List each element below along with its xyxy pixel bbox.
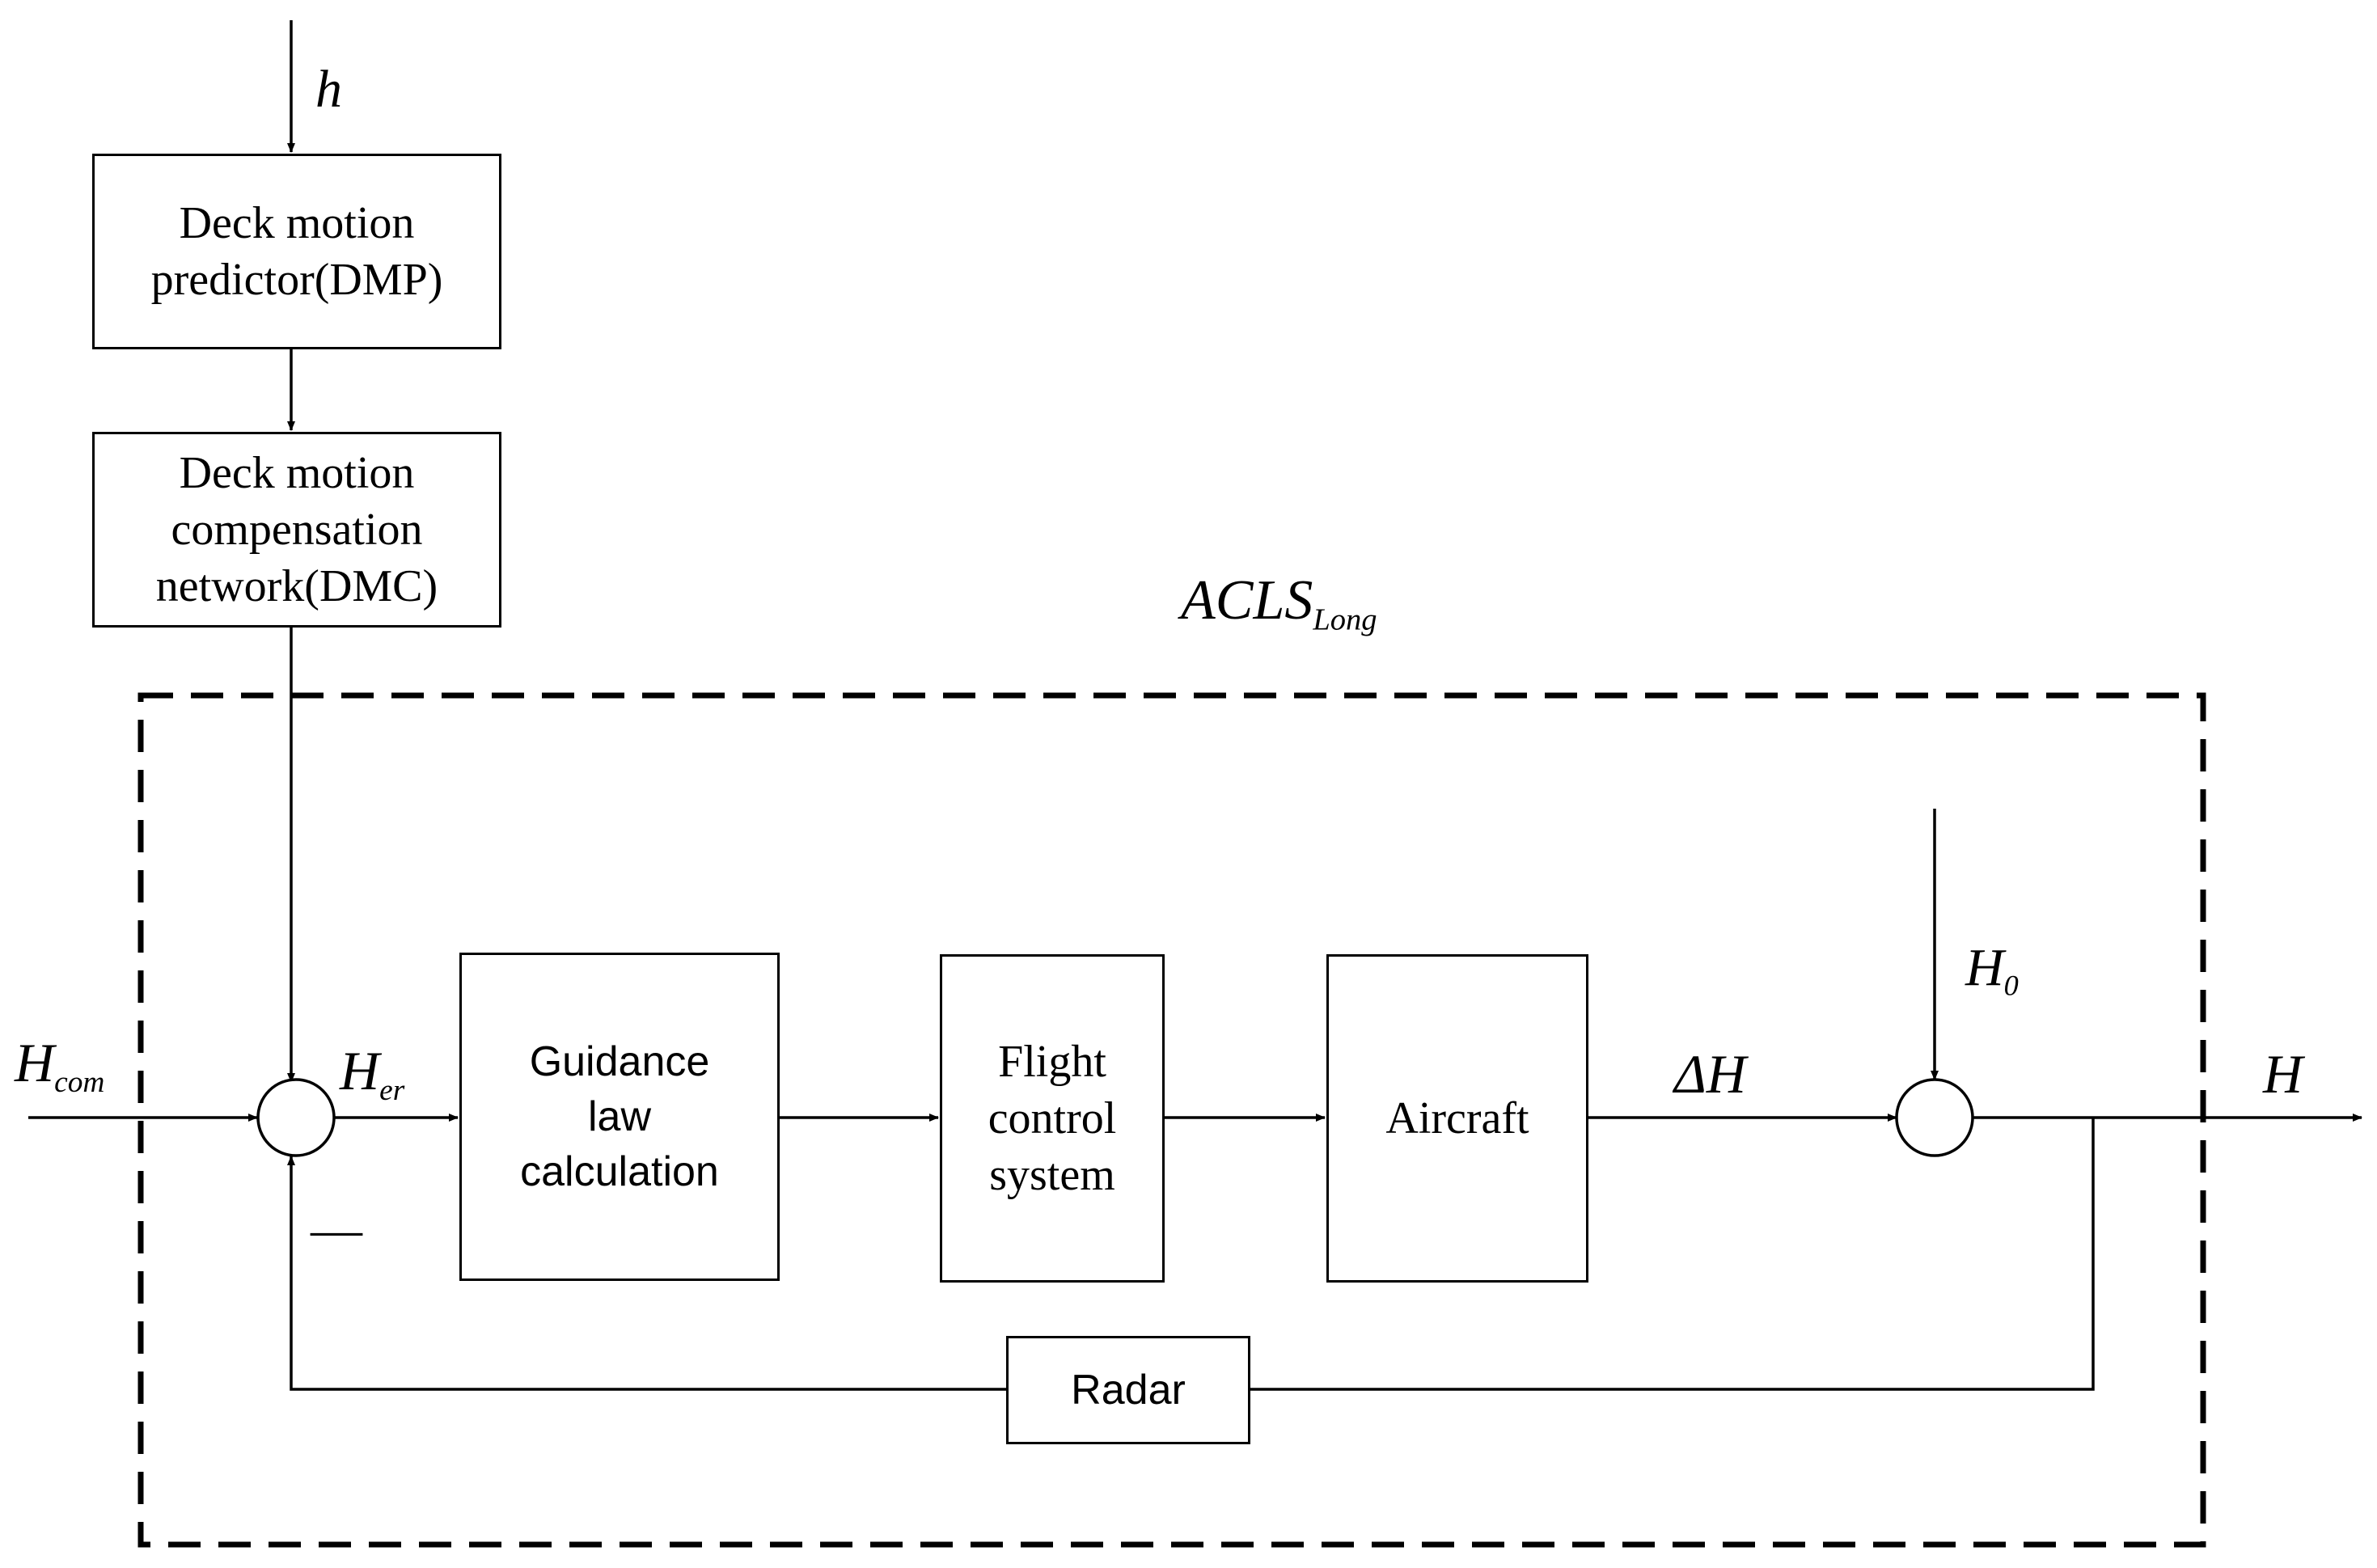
signal-h-label: h — [315, 60, 342, 119]
acls-boundary — [137, 692, 2206, 1548]
signal-her-label: Her — [340, 1043, 404, 1105]
signal-hcom-sub: com — [54, 1066, 105, 1100]
dmp-label-line1: Deck motion — [179, 198, 415, 248]
dmp-block: Deck motion predictor(DMP) — [92, 154, 501, 349]
feedback-to-radar — [1250, 1118, 2095, 1391]
signal-delta-h-label: ΔH — [1674, 1043, 1747, 1105]
signal-h0-label: H0 — [1965, 941, 2019, 1000]
guidance-law-block: Guidance law calculation — [459, 953, 780, 1281]
fcs-label-line2: control — [988, 1093, 1117, 1143]
guidance-label-line1: Guidance — [529, 1038, 710, 1085]
dmc-label-line1: Deck motion — [179, 448, 415, 498]
feedback-radar-to-sum1 — [287, 1156, 1006, 1391]
signal-h-output-label: H — [2263, 1043, 2303, 1105]
guidance-label-line3: calculation — [520, 1148, 719, 1195]
acls-region-label: ACLSLong — [1181, 573, 1377, 636]
signal-hcom-label: Hcom — [15, 1035, 104, 1097]
radar-block: Radar — [1006, 1336, 1250, 1444]
dmp-label-line2: predictor(DMP) — [150, 255, 443, 305]
signal-her-main: H — [340, 1040, 380, 1101]
aircraft-block: Aircraft — [1326, 954, 1588, 1283]
flight-control-block: Flight control system — [940, 954, 1165, 1283]
aircraft-label: Aircraft — [1385, 1093, 1529, 1143]
signal-h0-sub: 0 — [2003, 969, 2019, 1002]
guidance-label-line2: law — [587, 1093, 652, 1140]
fcs-label-line1: Flight — [998, 1037, 1106, 1087]
fcs-label-line3: system — [989, 1150, 1115, 1200]
acls-sub: Long — [1313, 602, 1377, 637]
acls-main: ACLS — [1181, 569, 1313, 632]
summing-junction-1 — [256, 1078, 336, 1157]
minus-sign-label: — — [311, 1200, 362, 1257]
dmc-label-line3: network(DMC) — [155, 561, 438, 611]
dmc-block: Deck motion compensation network(DMC) — [92, 432, 501, 628]
radar-label: Radar — [1071, 1367, 1186, 1414]
signal-hcom-main: H — [15, 1032, 55, 1093]
signal-h0-main: H — [1965, 938, 2004, 997]
summing-junction-2 — [1895, 1078, 1974, 1157]
dmc-label-line2: compensation — [171, 505, 423, 555]
signal-her-sub: er — [379, 1074, 405, 1108]
